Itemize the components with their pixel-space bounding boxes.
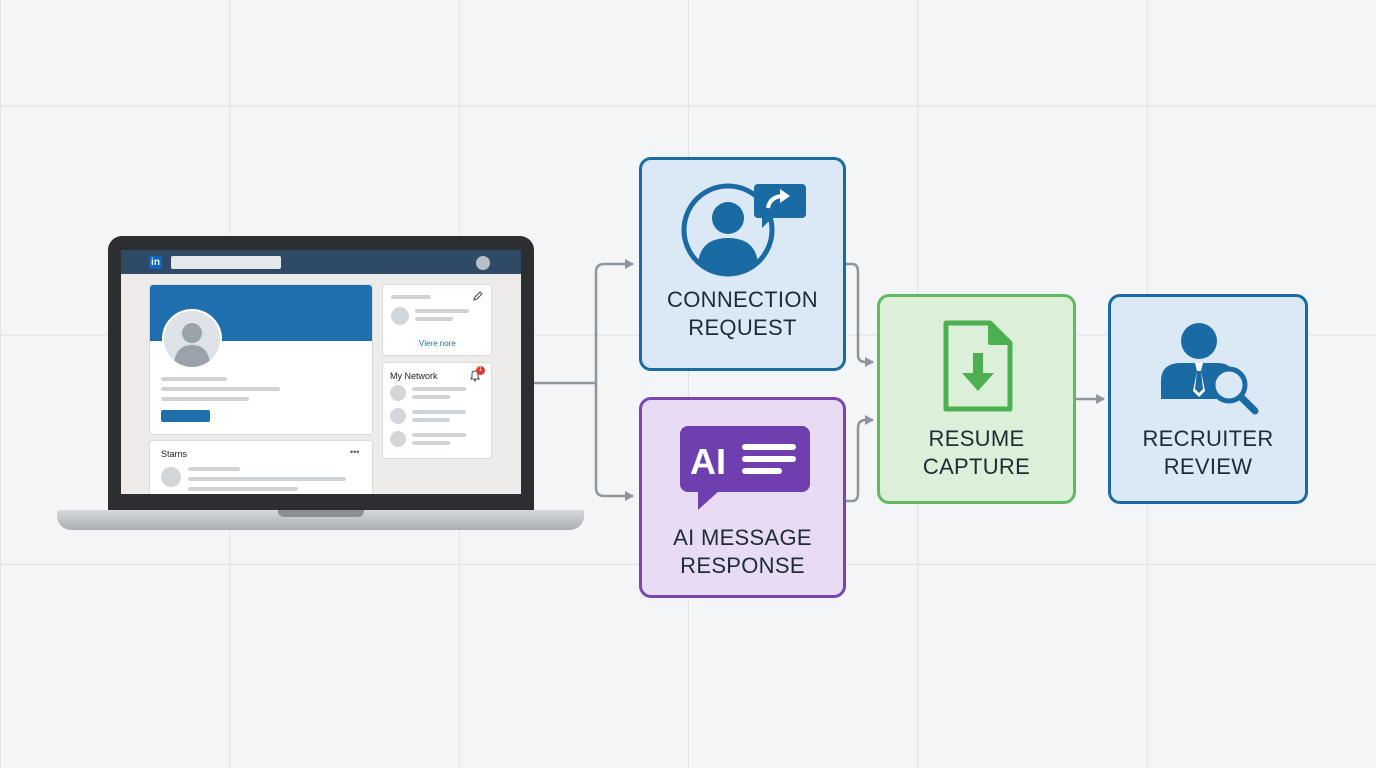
my-network-title: My Network: [390, 371, 438, 381]
arrow-connection-to-resume: [846, 262, 874, 367]
feed-line: [188, 477, 346, 481]
feed-title: Starns: [161, 449, 188, 459]
more-options-icon[interactable]: •••: [350, 447, 360, 457]
edit-pencil-icon[interactable]: [473, 291, 483, 301]
user-avatar-icon[interactable]: [476, 256, 490, 270]
network-avatar: [390, 385, 406, 401]
network-line: [412, 418, 450, 422]
user-share-icon: [681, 183, 806, 277]
linkedin-logo: in: [149, 256, 162, 269]
network-avatar: [390, 408, 406, 424]
network-avatar: [390, 431, 406, 447]
feed-line: [188, 487, 298, 491]
notification-badge: 1: [476, 366, 485, 375]
profile-name-line: [161, 377, 227, 381]
resume-capture-box: RESUME CAPTURE: [877, 294, 1076, 504]
profile-action-button[interactable]: [161, 410, 210, 422]
network-line: [412, 395, 450, 399]
laptop-screen: in Starns ••• Viere nore My Network 1: [121, 250, 521, 494]
linkedin-topbar: in: [121, 250, 521, 274]
ai-message-box: AI AI MESSAGE RESPONSE: [639, 397, 846, 598]
network-line: [412, 441, 450, 445]
feed-avatar: [161, 467, 181, 487]
network-line: [412, 410, 466, 414]
arrow-to-connection: [594, 259, 634, 383]
ai-icon-text: AI: [690, 441, 726, 482]
laptop-base: [57, 510, 584, 530]
search-bar[interactable]: [171, 256, 281, 269]
laptop-notch: [278, 510, 364, 517]
profile-location-line: [161, 397, 249, 401]
ai-message-label: AI MESSAGE RESPONSE: [673, 525, 812, 578]
connection-request-label: CONNECTION REQUEST: [667, 287, 818, 340]
profile-avatar-icon: [162, 309, 222, 369]
view-more-link[interactable]: Viere nore: [419, 339, 456, 348]
feed-line: [188, 467, 240, 471]
network-line: [412, 433, 466, 437]
arrow-ai-to-resume: [846, 415, 874, 503]
feed-card: Starns •••: [149, 440, 373, 494]
profile-card: [149, 284, 373, 435]
widget-line: [391, 295, 431, 299]
chat-bubble-icon: AI: [680, 426, 810, 510]
resume-capture-label: RESUME CAPTURE: [922, 426, 1031, 479]
network-line: [412, 387, 466, 391]
recruiter-search-icon: [1161, 323, 1259, 415]
arrow-to-ai-message: [594, 383, 634, 501]
document-download-icon: [943, 320, 1013, 412]
recruiter-review-label: RECRUITER REVIEW: [1142, 426, 1274, 479]
connection-request-box: CONNECTION REQUEST: [639, 157, 846, 371]
recruiter-review-box: RECRUITER REVIEW: [1108, 294, 1308, 504]
profile-headline-line: [161, 387, 280, 391]
widget-line: [415, 309, 469, 313]
widget-avatar: [391, 307, 409, 325]
suggestions-widget: Viere nore: [382, 284, 492, 356]
my-network-widget: My Network 1: [382, 362, 492, 459]
widget-line: [415, 317, 453, 321]
